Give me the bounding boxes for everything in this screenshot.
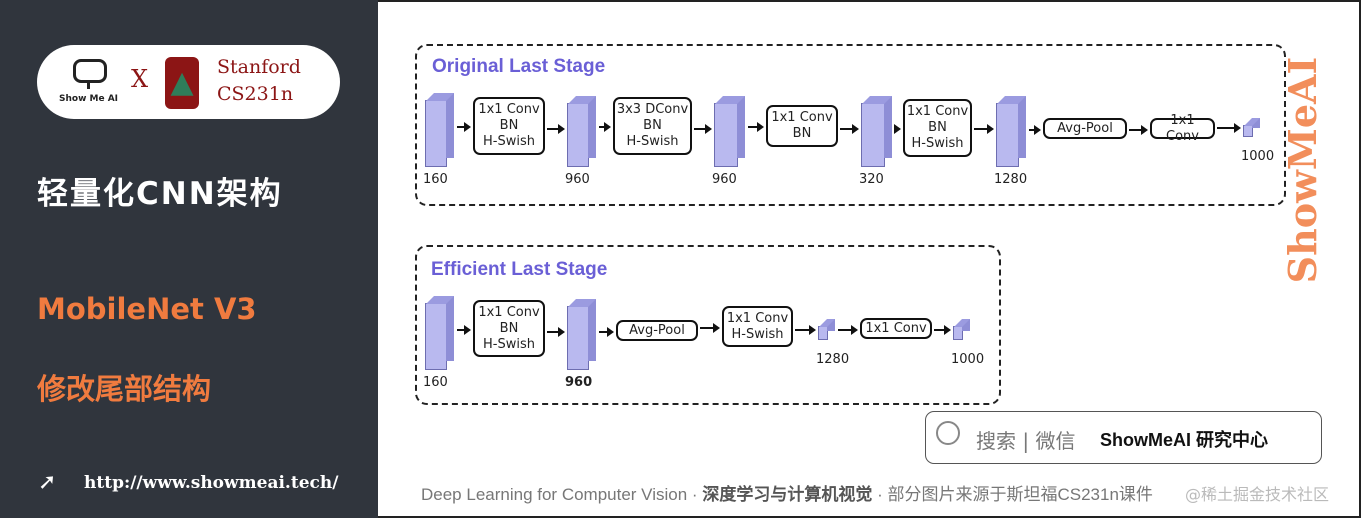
original-stage-box bbox=[415, 44, 1286, 206]
feature-map-prism bbox=[714, 96, 745, 167]
channel-size-label: 1000 bbox=[1241, 149, 1275, 164]
layer-block: Avg-Pool bbox=[1043, 118, 1127, 139]
feature-map-prism bbox=[567, 299, 596, 370]
cursor-icon: ➚ bbox=[38, 470, 57, 495]
footer-cn: 深度学习与计算机视觉 bbox=[702, 485, 873, 504]
channel-size-label: 1280 bbox=[994, 172, 1028, 187]
arrow-icon bbox=[974, 124, 994, 134]
feature-map-prism bbox=[425, 93, 454, 167]
feature-map-prism bbox=[996, 96, 1026, 167]
arrow-icon bbox=[694, 124, 712, 134]
arrow-icon bbox=[1217, 123, 1241, 133]
layer-block: 1x1 Conv bbox=[1150, 113, 1215, 144]
sidebar: Show Me AI X ▲ Stanford CS231n 轻量化CNN架构 … bbox=[0, 0, 378, 518]
channel-size-label: 960 bbox=[565, 375, 593, 390]
arrow-icon bbox=[840, 124, 859, 134]
showmeai-watermark: ShowMeAI bbox=[1280, 56, 1325, 284]
slide-content bbox=[378, 0, 1361, 518]
page-title: 轻量化CNN架构 bbox=[37, 176, 283, 212]
search-label: 搜索 | 微信 bbox=[976, 429, 1076, 453]
x-mark: X bbox=[131, 65, 149, 93]
arrow-icon bbox=[1029, 125, 1041, 135]
original-stage-title: Original Last Stage bbox=[432, 56, 606, 77]
channel-size-label: 960 bbox=[565, 172, 590, 187]
channel-size-label: 320 bbox=[859, 172, 884, 187]
efficient-stage-title: Efficient Last Stage bbox=[431, 259, 608, 280]
output-cube bbox=[953, 319, 970, 340]
efficient-stage-box bbox=[415, 245, 1001, 405]
feature-map-prism bbox=[425, 296, 454, 370]
channel-size-label: 160 bbox=[423, 172, 448, 187]
arrow-icon bbox=[457, 122, 471, 132]
stanford-logo-icon: ▲ bbox=[165, 57, 199, 109]
showmeai-logo-text: Show Me AI bbox=[59, 94, 119, 104]
logo-badge: Show Me AI X ▲ Stanford CS231n bbox=[37, 45, 340, 119]
robot-icon bbox=[73, 59, 107, 83]
website-link[interactable]: http://www.showmeai.tech/ bbox=[84, 473, 339, 493]
feature-map-prism bbox=[567, 96, 596, 167]
arrow-icon bbox=[547, 124, 565, 134]
channel-size-label: 1280 bbox=[816, 352, 850, 367]
course-text: CS231n bbox=[217, 83, 294, 105]
arrow-icon bbox=[748, 122, 764, 132]
arrow-icon bbox=[838, 325, 858, 335]
arrow-icon bbox=[457, 325, 471, 335]
corner-watermark: @稀土掘金技术社区 bbox=[1185, 485, 1330, 504]
arrow-icon bbox=[1129, 125, 1148, 135]
channel-size-label: 1000 bbox=[951, 352, 985, 367]
arrow-icon bbox=[599, 327, 614, 337]
feature-map-prism bbox=[861, 96, 892, 167]
arrow-icon bbox=[934, 325, 951, 335]
arrow-icon bbox=[547, 327, 565, 337]
arrow-icon bbox=[795, 325, 816, 335]
footer-source: 部分图片来源于斯坦福CS231n课件 bbox=[887, 485, 1153, 504]
output-cube bbox=[818, 319, 835, 340]
search-brand: ShowMeAI 研究中心 bbox=[1100, 430, 1269, 450]
subtitle-2: 修改尾部结构 bbox=[37, 372, 212, 406]
layer-block: Avg-Pool bbox=[616, 320, 698, 341]
footer-en: Deep Learning for Computer Vision bbox=[421, 485, 688, 504]
arrow-icon bbox=[599, 122, 611, 132]
subtitle: MobileNet V3 bbox=[37, 292, 257, 326]
footer: Deep Learning for Computer Vision · 深度学习… bbox=[421, 485, 1153, 504]
search-icon bbox=[936, 421, 960, 445]
output-cube bbox=[1243, 118, 1260, 137]
search-box[interactable]: 搜索 | 微信 ShowMeAI 研究中心 bbox=[925, 411, 1322, 464]
stanford-text: Stanford bbox=[217, 56, 301, 78]
arrow-icon bbox=[700, 323, 720, 333]
channel-size-label: 960 bbox=[712, 172, 737, 187]
channel-size-label: 160 bbox=[423, 375, 448, 390]
arrow-icon bbox=[894, 124, 901, 134]
layer-block: 1x1 Conv bbox=[860, 318, 932, 339]
